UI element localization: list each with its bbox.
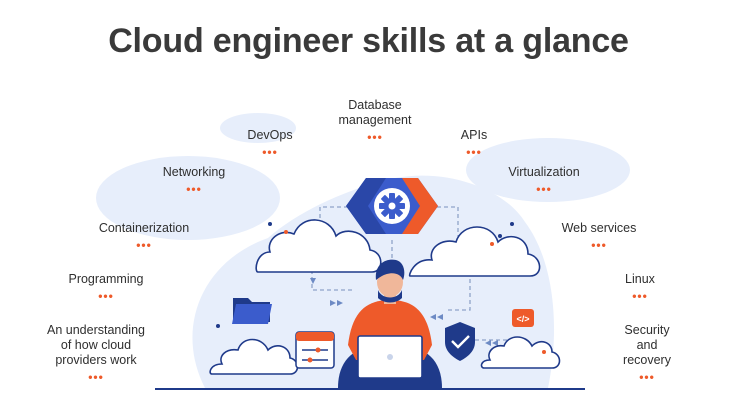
skill-label: An understanding of how cloud providers …	[47, 323, 145, 367]
cloud-icon	[480, 336, 561, 369]
decor-dot	[216, 324, 220, 328]
arrow-icon	[430, 314, 443, 320]
shield-check-icon	[445, 322, 475, 361]
dots-icon: •••	[466, 145, 482, 159]
skill-label: Database management	[338, 98, 412, 127]
skill-label: Linux	[625, 272, 655, 286]
page-title: Cloud engineer skills at a glance	[108, 22, 629, 60]
blob-devops	[220, 113, 296, 143]
dots-icon: •••	[639, 370, 655, 384]
skill-database-management: Database management •••	[330, 98, 420, 143]
decor-dot	[268, 222, 272, 226]
settings-panel-icon	[295, 331, 335, 369]
dots-icon: •••	[536, 182, 552, 196]
blob-left	[96, 156, 280, 240]
skill-web-services: Web services •••	[552, 221, 646, 251]
skill-cloud-providers: An understanding of how cloud providers …	[36, 323, 156, 383]
skill-security-recovery: Security and recovery •••	[612, 323, 682, 383]
decor-dot	[498, 234, 502, 238]
gear-icon	[379, 193, 405, 219]
svg-text:</>: </>	[516, 314, 529, 324]
dots-icon: •••	[262, 145, 278, 159]
cloud-icon	[209, 338, 299, 375]
dots-icon: •••	[136, 238, 152, 252]
connector-shield	[445, 272, 471, 311]
blob-right	[466, 138, 630, 202]
skill-programming: Programming •••	[60, 272, 152, 302]
skill-label: Virtualization	[508, 165, 580, 179]
folder-icon	[232, 298, 272, 324]
decor-dot	[510, 222, 514, 226]
arrow-icon	[485, 340, 498, 346]
decor-dot	[490, 242, 494, 246]
skill-apis: APIs •••	[444, 128, 504, 158]
dots-icon: •••	[632, 289, 648, 303]
dots-icon: •••	[98, 289, 114, 303]
arrow-icon	[310, 278, 316, 284]
skill-devops: DevOps •••	[230, 128, 310, 158]
skill-linux: Linux •••	[610, 272, 670, 302]
arrow-icon	[330, 300, 343, 306]
dots-icon: •••	[88, 370, 104, 384]
dots-icon: •••	[591, 238, 607, 252]
decor-dot	[284, 230, 288, 234]
skill-label: DevOps	[247, 128, 293, 142]
skill-label: Web services	[561, 221, 637, 235]
dots-icon: •••	[186, 182, 202, 196]
cloud-icon	[408, 226, 541, 277]
decor-dot	[542, 350, 546, 354]
code-tag-icon: </>	[512, 309, 534, 327]
connector-right	[430, 206, 459, 240]
skill-label: Containerization	[98, 221, 190, 235]
skill-label: Networking	[162, 165, 226, 179]
skill-label: APIs	[460, 128, 488, 142]
dots-icon: •••	[367, 130, 383, 144]
skill-containerization: Containerization •••	[86, 221, 202, 251]
gear-hexagon	[346, 178, 438, 234]
laptop-icon	[350, 335, 430, 384]
skill-label: Programming	[68, 272, 144, 286]
skill-virtualization: Virtualization •••	[494, 165, 594, 195]
skill-label: Security and recovery	[623, 323, 671, 367]
skill-networking: Networking •••	[148, 165, 240, 195]
